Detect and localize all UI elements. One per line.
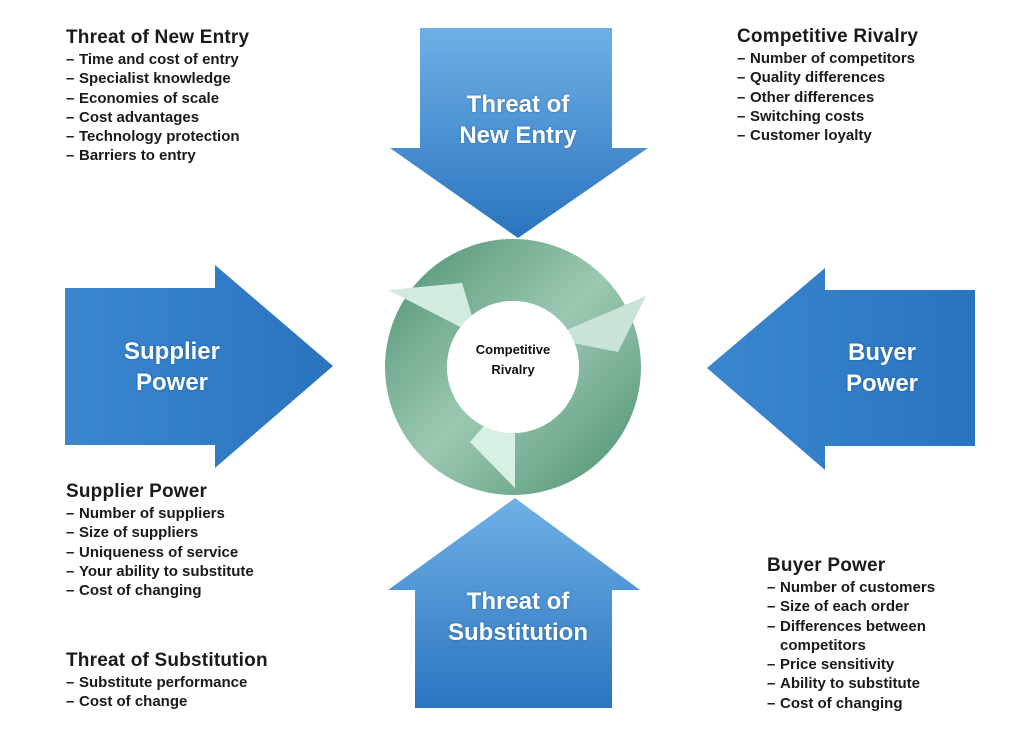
- list-item: Cost of change: [66, 692, 268, 712]
- arrow-supplier-power: [65, 265, 333, 468]
- center-label-competitive-rivalry: Competitive Rivalry: [453, 340, 573, 380]
- arrow-label-buyer-power: Buyer Power: [762, 337, 1002, 399]
- list-item: Uniqueness of service: [66, 543, 254, 563]
- list-item: Differences between competitors: [767, 617, 982, 656]
- list-item: Other differences: [737, 88, 918, 108]
- block-title: Supplier Power: [66, 481, 208, 502]
- cycle-arrowhead-icon: [388, 283, 478, 336]
- cycle-arrowhead-icon: [548, 296, 646, 352]
- arrow-label-threat-of-new-entry: Threat of New Entry: [398, 89, 638, 151]
- list-item: Time and cost of entry: [66, 50, 249, 70]
- label-line: Buyer: [847, 339, 917, 366]
- label-line: Competitive: [475, 342, 551, 357]
- block-supplier-power: Supplier Power Number of suppliers Size …: [66, 480, 254, 601]
- list-item: Substitute performance: [66, 673, 268, 693]
- label-line: Threat of: [466, 588, 570, 615]
- arrow-threat-of-new-entry: [390, 28, 648, 238]
- block-threat-of-new-entry: Threat of New Entry Time and cost of ent…: [66, 26, 249, 166]
- list-item: Price sensitivity: [767, 655, 982, 675]
- list-item: Barriers to entry: [66, 146, 249, 166]
- arrow-buyer-power: [707, 268, 975, 470]
- block-title: Threat of Substitution: [66, 650, 268, 671]
- label-line: Power: [135, 369, 209, 396]
- block-title: Threat of New Entry: [66, 27, 250, 48]
- block-title: Buyer Power: [767, 555, 886, 576]
- list-item: Your ability to substitute: [66, 562, 254, 582]
- label-line: Rivalry: [491, 362, 535, 377]
- block-competitive-rivalry: Competitive Rivalry Number of competitor…: [737, 25, 919, 146]
- list-item: Economies of scale: [66, 89, 249, 109]
- label-line: Substitution: [448, 619, 588, 646]
- arrow-label-threat-of-substitution: Threat of Substitution: [398, 586, 638, 648]
- arrow-threat-of-substitution: [388, 498, 640, 708]
- block-title: Competitive Rivalry: [737, 26, 919, 47]
- label-line: Threat of: [466, 91, 570, 118]
- list-item: Number of customers: [767, 578, 982, 598]
- label-line: Power: [845, 370, 919, 397]
- list-item: Number of suppliers: [66, 504, 254, 524]
- block-threat-of-substitution: Threat of Substitution Substitute perfor…: [66, 649, 268, 712]
- list-item: Cost advantages: [66, 108, 249, 128]
- label-line: New Entry: [459, 122, 577, 149]
- list-item: Quality differences: [737, 68, 918, 88]
- list-item: Specialist knowledge: [66, 69, 249, 89]
- list-item: Cost of changing: [767, 694, 982, 714]
- list-item: Technology protection: [66, 127, 249, 147]
- list-item: Ability to substitute: [767, 674, 982, 694]
- list-item: Cost of changing: [66, 581, 254, 601]
- label-line: Supplier: [123, 338, 220, 365]
- list-item: Number of competitors: [737, 49, 918, 69]
- list-item: Size of each order: [767, 597, 982, 617]
- list-item: Customer loyalty: [737, 126, 918, 146]
- arrow-label-supplier-power: Supplier Power: [52, 336, 292, 398]
- block-buyer-power: Buyer Power Number of customers Size of …: [767, 554, 982, 713]
- list-item: Switching costs: [737, 107, 918, 127]
- list-item: Size of suppliers: [66, 523, 254, 543]
